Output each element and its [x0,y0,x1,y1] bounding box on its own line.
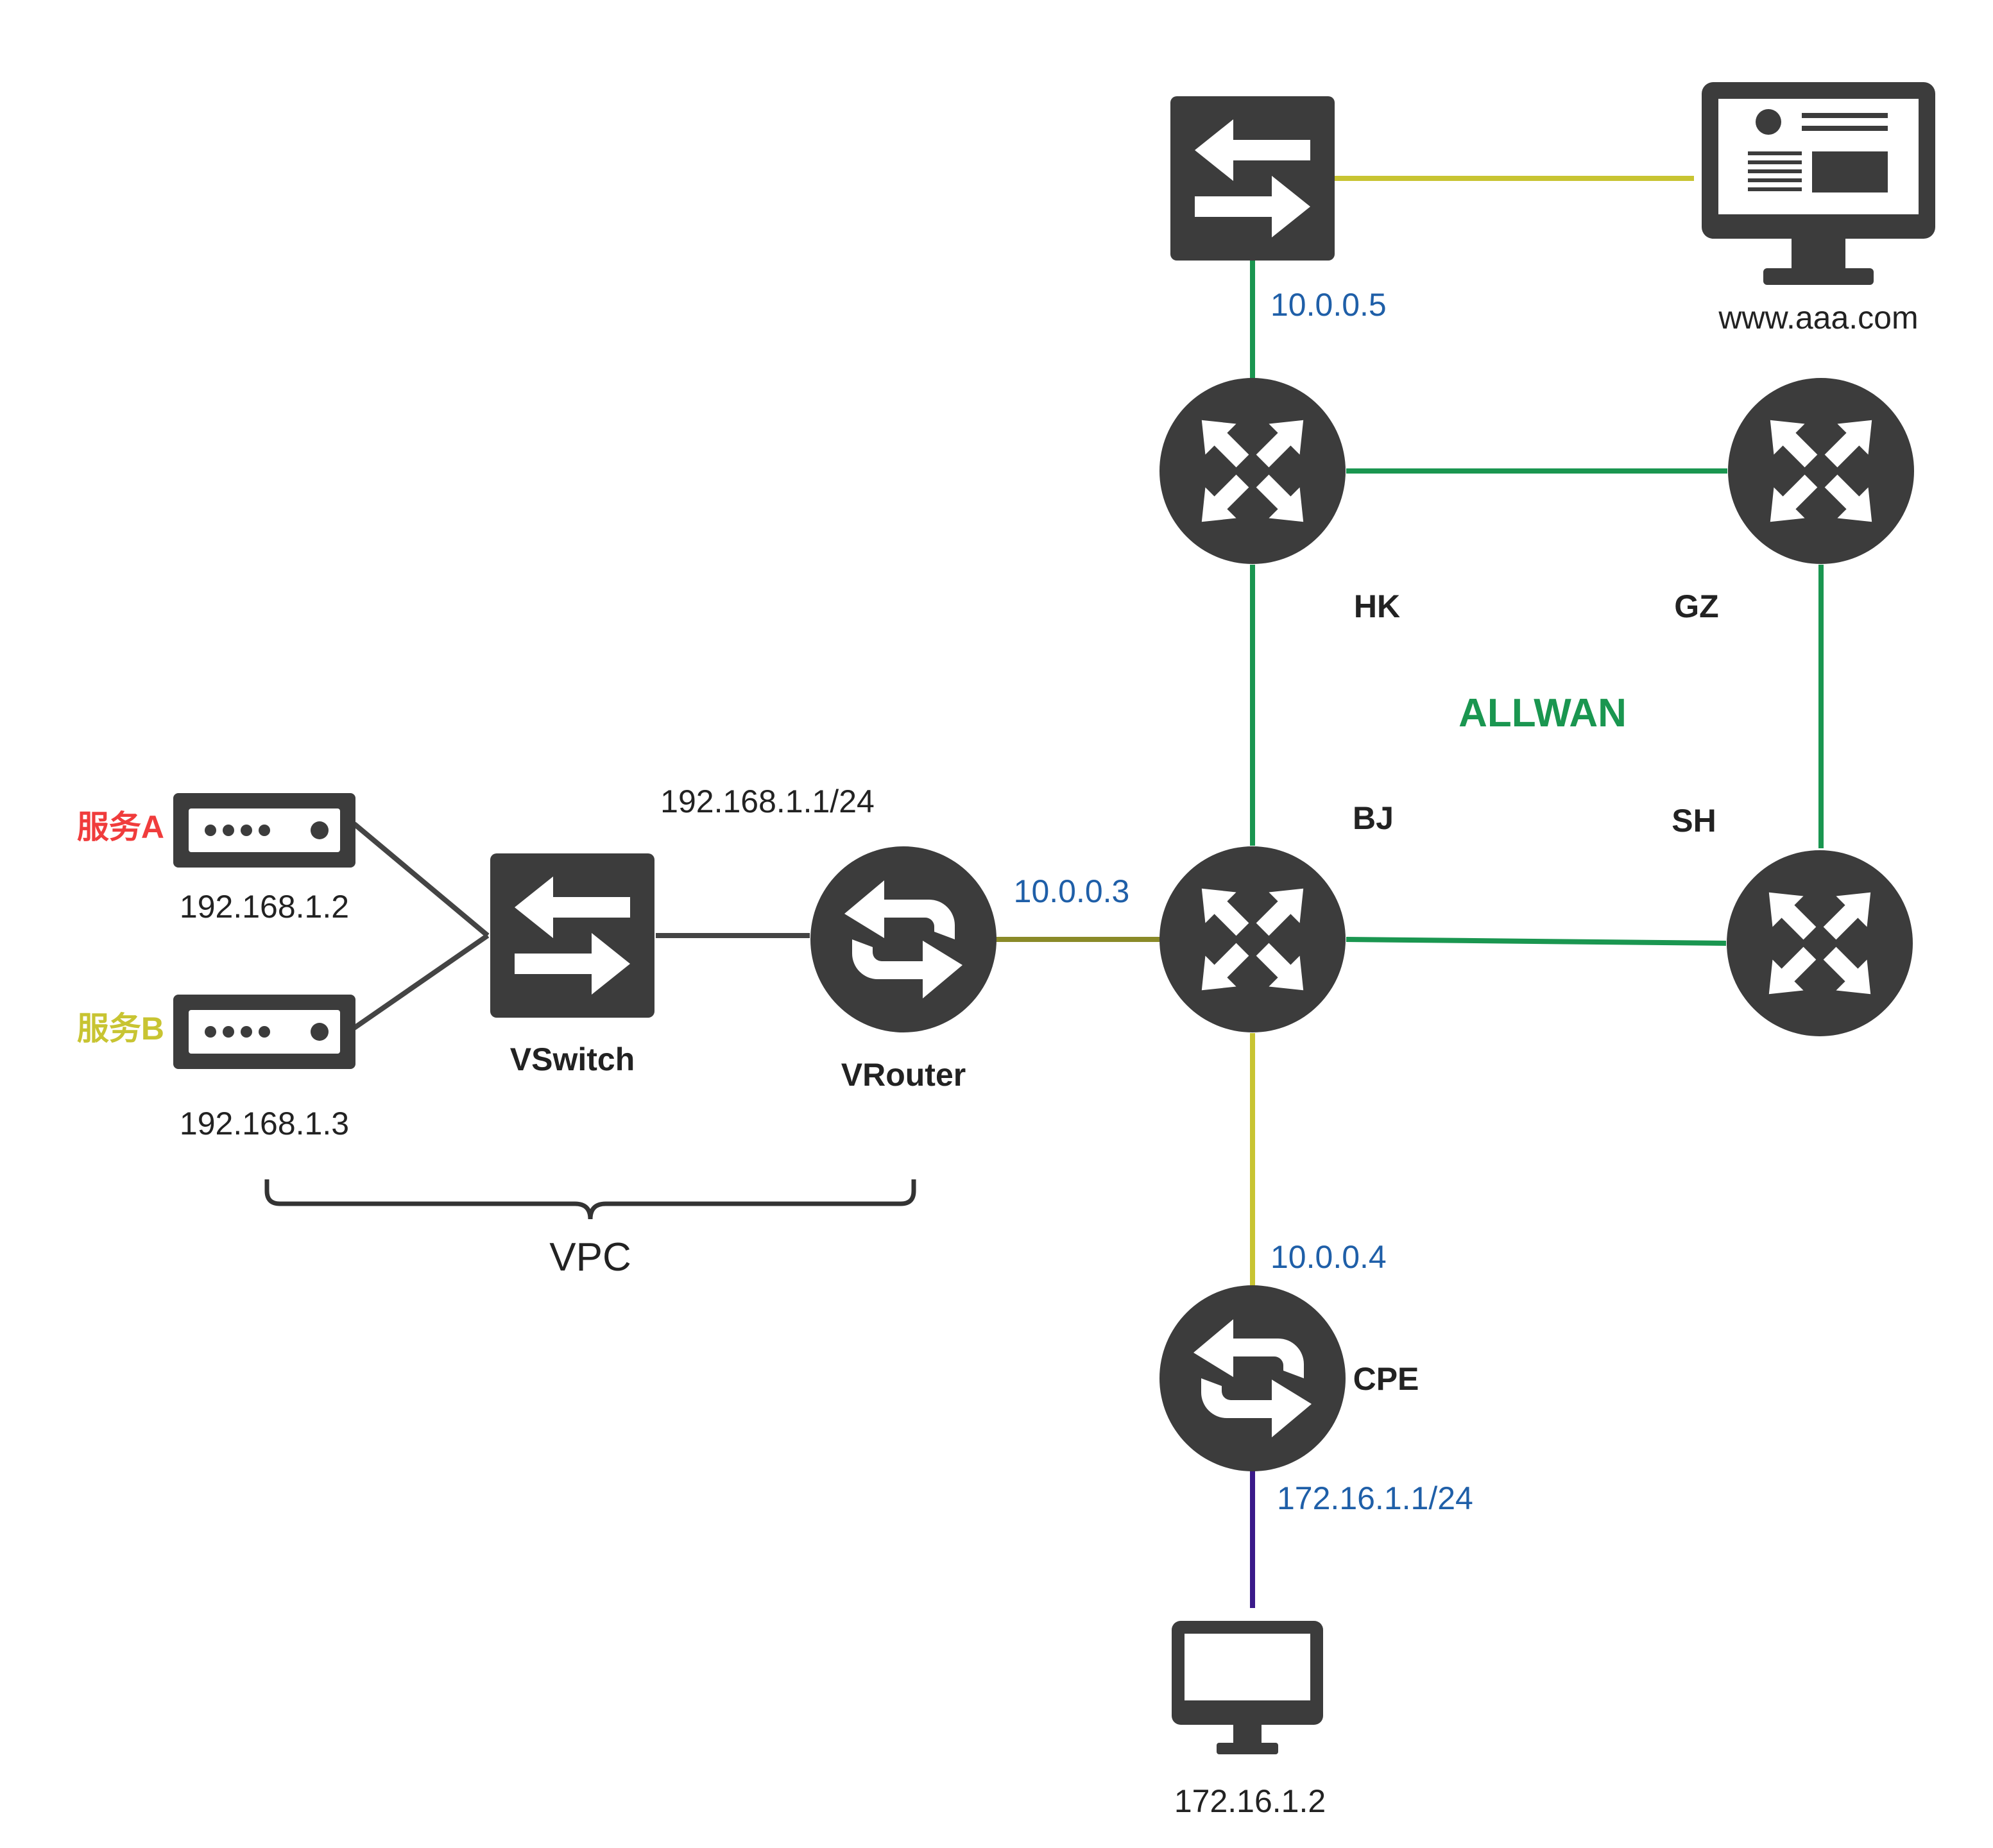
service-b-ip: 192.168.1.3 [180,1106,349,1142]
node-bj-label: BJ [1353,800,1394,836]
service-b-label: 服务B [77,1011,164,1047]
cpe-link-ip: 10.0.0.4 [1270,1239,1387,1275]
vrouter-device[interactable] [810,846,996,1032]
wan-node-bj[interactable] [1159,846,1346,1032]
server-icon [173,995,355,1069]
cpe-subnet-label: 172.16.1.1/24 [1277,1480,1473,1516]
vrouter-label: VRouter [841,1057,966,1093]
server-b[interactable] [173,995,355,1069]
node-sh-label: SH [1672,803,1716,839]
router-icon [810,846,996,1032]
bj-link-ip: 10.0.0.3 [1014,873,1130,909]
wan-node-gz[interactable] [1728,378,1914,564]
links [352,176,1824,1608]
client-monitor[interactable] [1172,1621,1323,1754]
wan-node-hk[interactable] [1159,378,1346,564]
router-icon [1159,1285,1346,1471]
wan-node-icon [1727,850,1913,1036]
server-a[interactable] [173,793,355,868]
wan-node-icon [1159,846,1346,1032]
switch-icon [490,853,654,1018]
node-gz-label: GZ [1674,588,1718,624]
monitor-icon [1172,1621,1323,1754]
wan-name-label: ALLWAN [1458,691,1627,735]
website-label: www.aaa.com [1718,300,1918,336]
wan-node-icon [1728,378,1914,564]
vrouter-subnet-label: 192.168.1.1/24 [660,783,875,819]
top-switch-device[interactable] [1170,96,1335,261]
vpc-brace [264,1179,916,1220]
link-service-b-vswitch [352,933,490,1031]
service-a-label: 服务A [77,809,164,845]
link-bj-sh [1346,937,1727,946]
vpc-label: VPC [549,1235,631,1279]
switch-icon [1170,96,1335,261]
cpe-device[interactable] [1159,1285,1346,1471]
wan-node-sh[interactable] [1727,850,1913,1036]
vswitch-device[interactable] [490,853,654,1018]
client-ip-label: 172.16.1.2 [1174,1783,1326,1819]
server-icon [173,793,355,868]
service-a-ip: 192.168.1.2 [180,889,349,925]
cpe-label: CPE [1353,1361,1419,1397]
link-service-a-vswitch [352,821,490,938]
hk-link-ip: 10.0.0.5 [1270,287,1387,323]
node-hk-label: HK [1354,588,1400,624]
wan-node-icon [1159,378,1346,564]
web-server-monitor[interactable] [1702,82,1935,285]
vswitch-label: VSwitch [510,1041,635,1077]
web-monitor-icon [1702,82,1935,285]
